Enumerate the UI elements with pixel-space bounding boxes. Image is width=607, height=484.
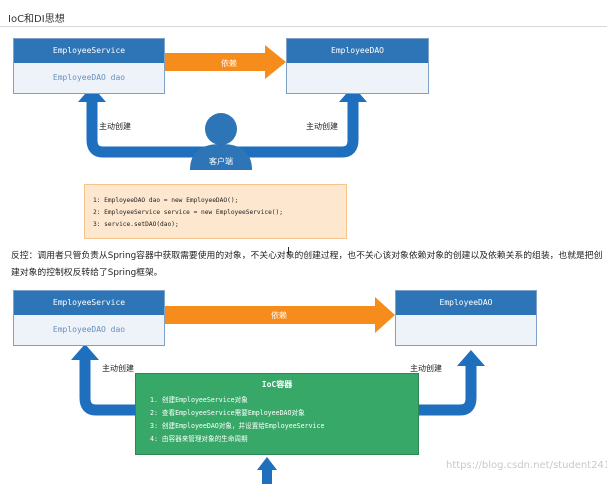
create-label-left-2: 主动创建 — [102, 364, 134, 373]
ioc-container-box: IoC容器 1. 创建EmployeeService对象 2: 查看Employ… — [135, 373, 419, 455]
client-label: 客户端 — [209, 157, 233, 166]
create-arrow-right-2 — [419, 364, 477, 416]
employee-dao-body-2 — [396, 315, 536, 345]
create-arrow-left-2 — [79, 358, 135, 416]
depends-arrow-1 — [165, 45, 286, 79]
create-arrow-right-1-head — [339, 86, 367, 102]
code-line-1: 1: EmployeeDAO dao = new EmployeeDAO(); — [93, 197, 239, 204]
ioc-container-title: IoC容器 — [261, 380, 293, 389]
create-label-left-1: 主动创建 — [99, 122, 131, 131]
employee-service-header-1: EmployeeService — [14, 39, 164, 63]
employee-dao-box-2: EmployeeDAO — [395, 290, 537, 346]
page-title: IoC和DI思想 — [8, 14, 65, 25]
employee-dao-header-2: EmployeeDAO — [396, 291, 536, 315]
create-arrow-left-1 — [86, 100, 212, 158]
ioc-step-4: 4: 由容器来管理对象的生命周期 — [150, 435, 248, 443]
employee-service-box-1: EmployeeService EmployeeDAO dao — [13, 38, 165, 94]
bottom-arrow-head — [257, 457, 277, 470]
employee-service-field-2: EmployeeDAO dao — [52, 325, 126, 334]
bottom-arrow-shaft — [262, 468, 272, 484]
create-arrow-left-1-head — [78, 86, 106, 102]
ioc-step-3: 3: 创建EmployeeDAO对象，并设置给EmployeeService — [150, 422, 325, 430]
employee-service-field-1: EmployeeDAO dao — [52, 73, 126, 82]
depends-label-1: 依赖 — [221, 59, 237, 68]
client-code-box: 1: EmployeeDAO dao = new EmployeeDAO(); … — [84, 184, 347, 239]
title-divider — [0, 26, 607, 27]
ioc-step-2: 2: 查看EmployeeService需要EmployeeDAO对象 — [150, 409, 305, 417]
inversion-paragraph: 反控：调用者只管负责从Spring容器中获取需要使用的对象，不关心对象的创建过程… — [11, 251, 603, 278]
code-line-3: 3: service.setDAO(dao); — [93, 221, 179, 228]
create-arrow-right-2-head — [457, 350, 485, 366]
code-line-2: 2: EmployeeService service = new Employe… — [93, 209, 283, 216]
create-label-right-1: 主动创建 — [306, 122, 338, 131]
employee-dao-box-1: EmployeeDAO — [286, 38, 429, 94]
employee-dao-body-1 — [287, 63, 428, 93]
create-arrow-right-1 — [231, 100, 359, 158]
employee-dao-header-1: EmployeeDAO — [287, 39, 428, 63]
text-cursor-icon: I — [287, 246, 290, 257]
depends-label-2: 依赖 — [271, 311, 287, 320]
watermark-text: https://blog.csdn.net/student241 — [446, 460, 607, 471]
create-arrow-left-2-head — [71, 344, 99, 360]
create-label-right-2: 主动创建 — [410, 364, 442, 373]
client-person-icon — [190, 113, 252, 170]
depends-arrow-2 — [165, 297, 395, 333]
employee-service-header-2: EmployeeService — [14, 291, 164, 315]
employee-service-box-2: EmployeeService EmployeeDAO dao — [13, 290, 165, 346]
ioc-step-1: 1. 创建EmployeeService对象 — [150, 396, 248, 404]
